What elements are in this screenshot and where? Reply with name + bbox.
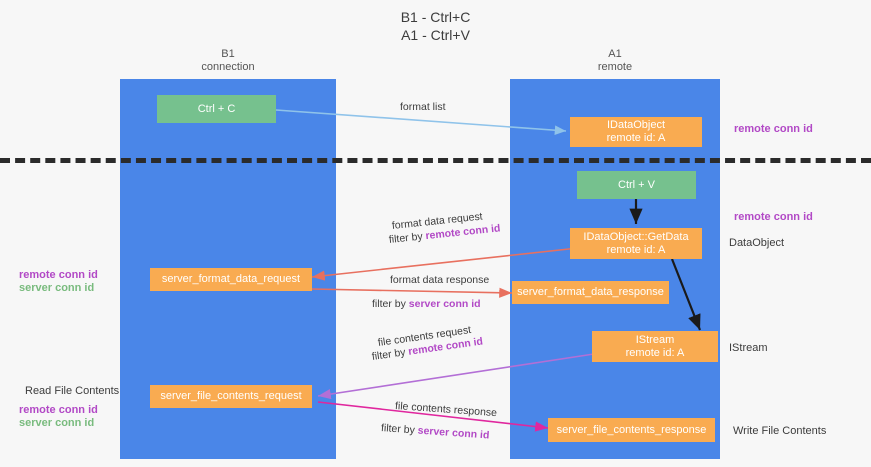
side-label-left-server-conn-id-2: server conn id — [19, 417, 95, 429]
node-server-file-contents-request-label: server_file_contents_request — [160, 390, 302, 402]
side-label-read-file-contents: Read File Contents — [25, 385, 120, 397]
node-getdata[interactable]: IDataObject::GetData remote id: A — [570, 228, 702, 259]
filter-prefix: filter by — [388, 230, 427, 246]
side-label-dataobject: DataObject — [729, 237, 785, 249]
node-getdata-label: IDataObject::GetData — [583, 230, 689, 243]
node-istream-label: IStream — [635, 333, 675, 346]
side-label-left-server-conn-id: server conn id — [19, 282, 95, 294]
node-idataobject-label: IDataObject — [606, 119, 666, 131]
node-idataobject[interactable]: IDataObject remote id: A — [570, 117, 702, 147]
arrow-label-file-contents-response: file contents response — [394, 400, 498, 420]
node-ctrl-v[interactable]: Ctrl + V — [577, 171, 696, 199]
side-label-istream: IStream — [729, 342, 768, 354]
node-idataobject-sublabel: remote id: A — [606, 132, 666, 144]
filter-key-server-conn-id: server conn id — [417, 424, 490, 442]
side-label-left-remote-conn-id-2: remote conn id — [19, 404, 98, 416]
arrow-label-format-list: format list — [400, 101, 446, 113]
node-ctrl-v-label: Ctrl + V — [618, 178, 655, 191]
node-server-file-contents-response-label: server_file_contents_response — [556, 423, 707, 436]
node-server-file-contents-response[interactable]: server_file_contents_response — [548, 418, 715, 442]
filter-prefix: filter by — [380, 422, 419, 437]
node-ctrl-c[interactable]: Ctrl + C — [157, 95, 276, 123]
diagram-title-line2: A1 - Ctrl+V — [401, 27, 470, 43]
filter-prefix: filter by — [371, 345, 410, 363]
node-server-format-data-response-label: server_format_data_response — [517, 286, 664, 298]
diagram-title-line1: B1 - Ctrl+C — [400, 9, 471, 25]
side-label-left-remote-conn-id: remote conn id — [19, 269, 98, 281]
section-divider — [0, 158, 871, 163]
node-server-file-contents-request[interactable]: server_file_contents_request — [150, 385, 312, 408]
filter-prefix: filter by — [372, 298, 409, 310]
node-server-format-data-request[interactable]: server_format_data_request — [150, 268, 312, 291]
node-istream-sublabel: remote id: A — [625, 346, 685, 359]
arrow-label-format-data-response-filter: filter by server conn id — [372, 298, 481, 311]
side-label-remote-conn-id-top: remote conn id — [734, 123, 813, 135]
filter-key-server-conn-id: server conn id — [408, 298, 481, 310]
node-getdata-sublabel: remote id: A — [606, 243, 666, 256]
side-label-write-file-contents: Write File Contents — [733, 425, 827, 437]
node-istream[interactable]: IStream remote id: A — [592, 331, 718, 362]
lane-title-a1: A1 remote — [597, 48, 633, 73]
arrow-label-format-data-response: format data response — [390, 274, 490, 286]
arrow-label-file-contents-response-filter: filter by server conn id — [381, 422, 490, 443]
node-ctrl-c-label: Ctrl + C — [197, 102, 236, 115]
side-label-remote-conn-id-mid: remote conn id — [734, 211, 813, 223]
node-server-format-data-response[interactable]: server_format_data_response — [512, 281, 669, 304]
node-server-format-data-request-label: server_format_data_request — [161, 273, 301, 285]
lane-title-b1: B1 connection — [201, 48, 255, 73]
